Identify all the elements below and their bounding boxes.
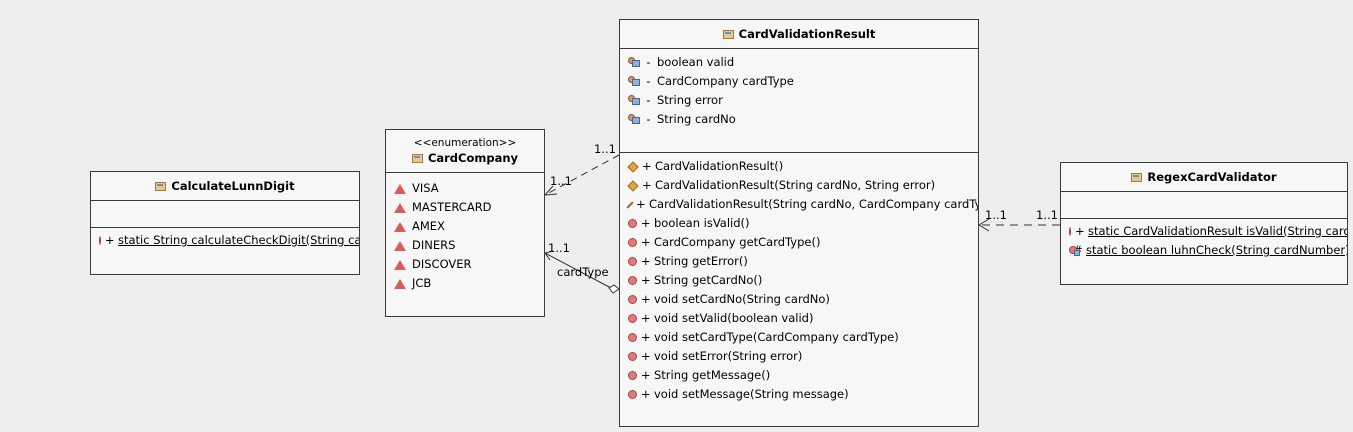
public-method-icon: [628, 390, 637, 399]
association-cardtype: [544, 252, 612, 289]
public-method-icon: [628, 219, 637, 228]
dependency-arrowhead: [543, 185, 558, 196]
public-method-icon: [628, 333, 637, 342]
public-method-icon: [628, 314, 637, 323]
class-name: CardValidationResult: [738, 27, 876, 41]
method-row[interactable]: +CardValidationResult(String cardNo, Car…: [620, 195, 978, 214]
attributes-section: -boolean valid -CardCompany cardType -St…: [620, 49, 978, 153]
enum-literal[interactable]: JCB: [386, 274, 544, 293]
class-name: RegexCardValidator: [1147, 170, 1277, 184]
method-row[interactable]: +CardValidationResult(): [620, 157, 978, 176]
literal-icon: [394, 240, 406, 251]
method-row[interactable]: +String getCardNo(): [620, 271, 978, 290]
class-icon: [1131, 172, 1143, 183]
method-row[interactable]: +String getMessage(): [620, 366, 978, 385]
multiplicity-label: 1..1: [548, 241, 570, 255]
method-row[interactable]: +void setValid(boolean valid): [620, 309, 978, 328]
enum-literal[interactable]: MASTERCARD: [386, 198, 544, 217]
literal-icon: [394, 202, 406, 213]
enum-literal[interactable]: DINERS: [386, 236, 544, 255]
dependency-arrowhead-2: [978, 218, 990, 232]
aggregation-diamond: [608, 284, 620, 294]
public-method-icon: [628, 295, 637, 304]
class-regex-card-validator[interactable]: RegexCardValidator +static CardValidatio…: [1060, 162, 1348, 285]
enum-literal[interactable]: VISA: [386, 179, 544, 198]
public-method-icon: [628, 257, 637, 266]
class-card-validation-result[interactable]: CardValidationResult -boolean valid -Car…: [619, 19, 979, 427]
constructor-icon: [627, 179, 639, 192]
field-row[interactable]: -boolean valid: [620, 53, 978, 72]
public-method-icon: [628, 371, 637, 380]
literal-icon: [394, 221, 406, 232]
private-field-icon: [628, 76, 640, 87]
role-label: cardType: [557, 265, 609, 279]
method-row[interactable]: +CardCompany getCardType(): [620, 233, 978, 252]
field-row[interactable]: -String error: [620, 91, 978, 110]
constructor-icon: [627, 160, 639, 173]
public-method-icon: [628, 238, 637, 247]
field-row[interactable]: -CardCompany cardType: [620, 72, 978, 91]
literal-icon: [394, 259, 406, 270]
multiplicity-label: 1..1: [550, 174, 572, 188]
enum-literal[interactable]: DISCOVER: [386, 255, 544, 274]
dependency-cvr-to-cardcompany: [544, 154, 620, 196]
literals-section: VISA MASTERCARD AMEX DINERS DISCOVER JCB: [386, 173, 544, 293]
method-row[interactable]: + static String calculateCheckDigit(Stri…: [91, 231, 359, 250]
operations-section: +CardValidationResult() +CardValidationR…: [620, 153, 978, 404]
method-row[interactable]: +String getError(): [620, 252, 978, 271]
method-row[interactable]: +void setMessage(String message): [620, 385, 978, 404]
attributes-section: [91, 201, 359, 228]
method-row[interactable]: +boolean isValid(): [620, 214, 978, 233]
class-calculate-lunn-digit[interactable]: CalculateLunnDigit + static String calcu…: [90, 171, 360, 275]
class-icon: [155, 181, 167, 192]
enum-card-company[interactable]: <<enumeration>> CardCompany VISA MASTERC…: [385, 129, 545, 317]
class-name: CalculateLunnDigit: [171, 179, 295, 193]
association-arrowhead: [544, 250, 554, 261]
public-method-icon: [1069, 227, 1071, 236]
public-method-icon: [628, 276, 637, 285]
constructor-icon: [626, 200, 634, 209]
attributes-section: [1061, 192, 1347, 219]
method-row[interactable]: +void setCardNo(String cardNo): [620, 290, 978, 309]
method-row[interactable]: #static boolean luhnCheck(String cardNum…: [1069, 243, 1348, 257]
method-row[interactable]: +void setError(String error): [620, 347, 978, 366]
field-row[interactable]: -String cardNo: [620, 110, 978, 129]
private-field-icon: [628, 95, 640, 106]
method-row[interactable]: +void setCardType(CardCompany cardType): [620, 328, 978, 347]
multiplicity-label: 1..1: [985, 208, 1007, 222]
public-method-icon: [628, 352, 637, 361]
class-icon: [722, 29, 735, 40]
multiplicity-label: 1..1: [594, 142, 616, 156]
enum-name: CardCompany: [427, 151, 519, 165]
operations-section: + static String calculateCheckDigit(Stri…: [91, 228, 359, 250]
public-method-icon: [99, 236, 101, 245]
private-field-icon: [628, 114, 640, 125]
method-row[interactable]: +CardValidationResult(String cardNo, Str…: [620, 176, 978, 195]
private-field-icon: [628, 57, 640, 68]
multiplicity-label: 1..1: [1036, 208, 1058, 222]
literal-icon: [394, 278, 406, 289]
enum-literal[interactable]: AMEX: [386, 217, 544, 236]
enum-icon: [411, 153, 424, 164]
stereotype: <<enumeration>>: [413, 137, 517, 149]
operations-section: +static CardValidationResult isValid(Str…: [1061, 219, 1347, 260]
literal-icon: [394, 183, 406, 194]
method-row[interactable]: +static CardValidationResult isValid(Str…: [1061, 222, 1347, 241]
